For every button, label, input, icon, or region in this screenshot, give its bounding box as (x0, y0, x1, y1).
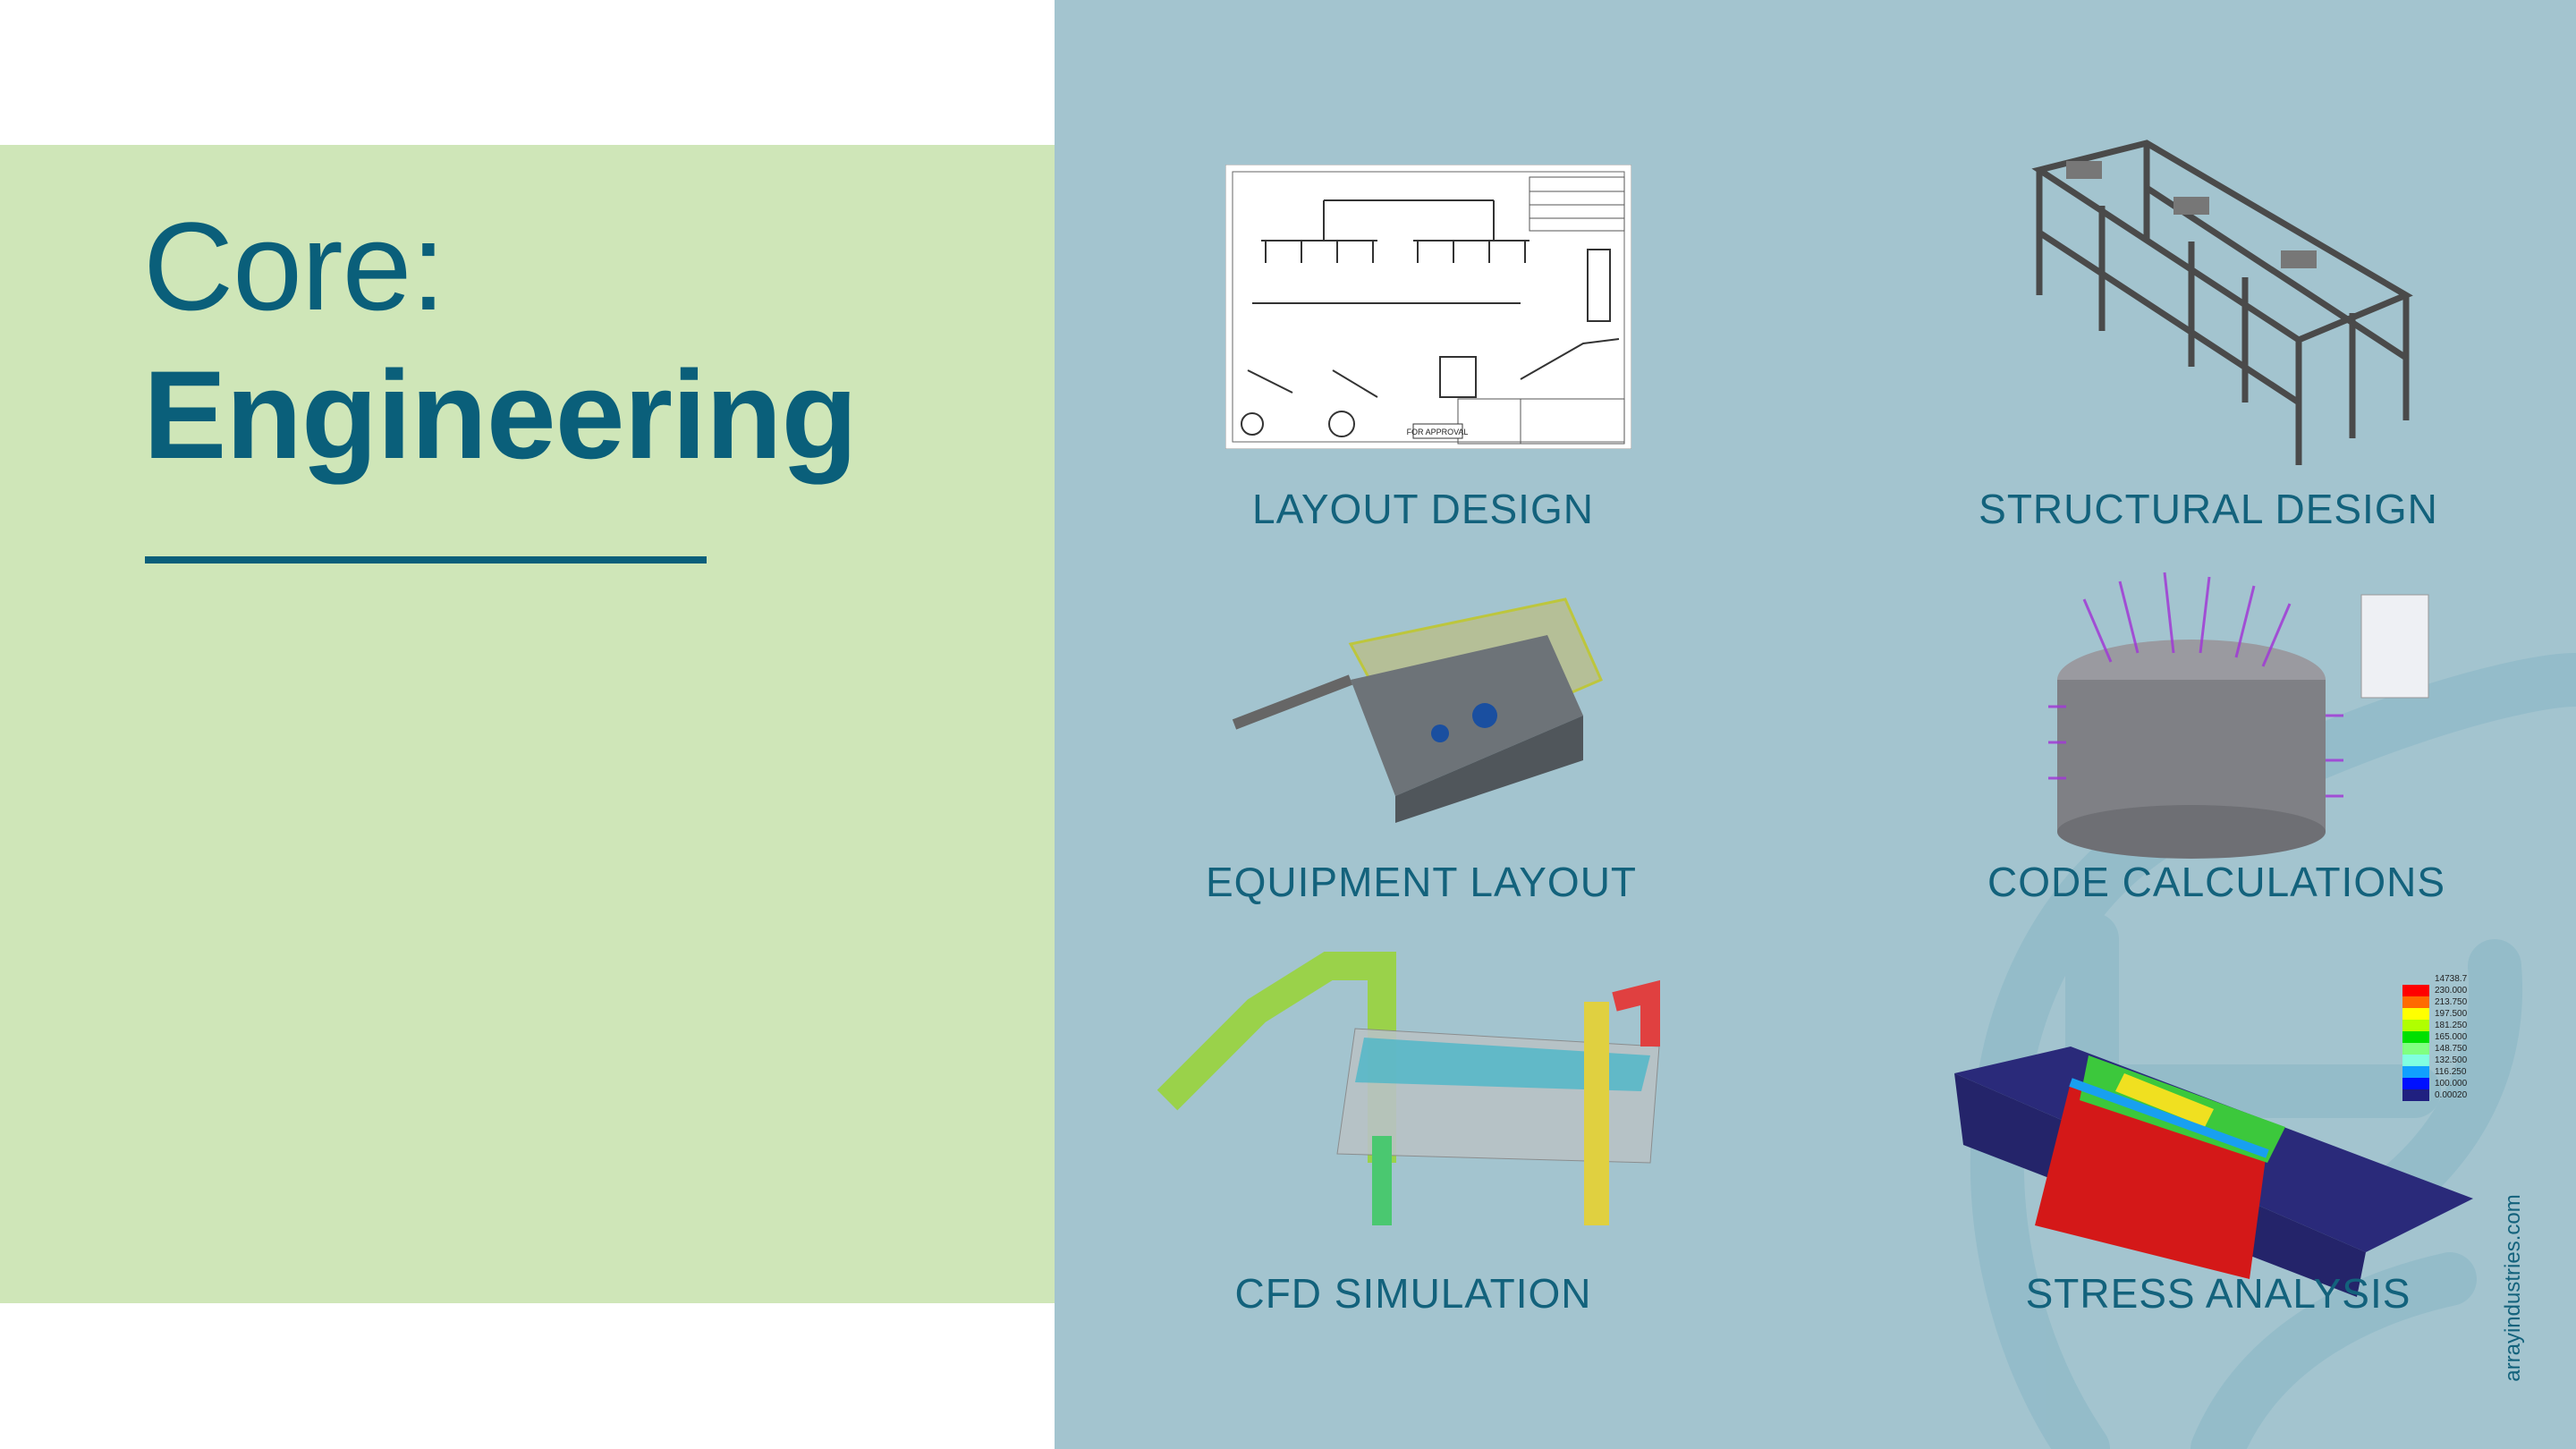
tile-label-code-calculations: CODE CALCULATIONS (1987, 859, 2446, 905)
legend-swatch (2402, 1020, 2429, 1031)
legend-value: 230.000 (2435, 986, 2468, 996)
title-prefix: Core: (143, 196, 445, 336)
legend-value: 132.500 (2435, 1055, 2468, 1065)
legend-value: 0.00020 (2435, 1090, 2468, 1100)
layout-drawing-image: FOR APPROVAL (1225, 165, 1631, 449)
legend-swatch (2402, 1008, 2429, 1020)
legend-value: 116.250 (2435, 1067, 2467, 1077)
tile-label-cfd-simulation: CFD SIMULATION (1234, 1270, 1592, 1317)
equipment-layout-image (1232, 597, 1603, 823)
tile-label-equipment-layout: EQUIPMENT LAYOUT (1205, 859, 1638, 905)
legend-value: 197.500 (2435, 1009, 2468, 1019)
legend-swatch (2402, 1043, 2429, 1055)
page-title: Engineering (143, 344, 858, 485)
tile-label-structural-design: STRUCTURAL DESIGN (1979, 486, 2438, 532)
legend-value: 181.250 (2435, 1021, 2468, 1030)
legend-swatch (2402, 1031, 2429, 1043)
legend-swatch (2402, 1055, 2429, 1066)
structural-frame-image (2031, 140, 2413, 465)
legend-value: 100.000 (2435, 1079, 2468, 1089)
stress-analysis-image (1954, 1046, 2473, 1297)
tile-label-stress-analysis: STRESS ANALYSIS (2025, 1270, 2411, 1317)
legend-max: 14738.7 (2435, 974, 2468, 984)
legend-swatch (2402, 985, 2429, 996)
legend-swatch (2402, 1066, 2429, 1078)
legend-value: 165.000 (2435, 1032, 2468, 1042)
title-panel (0, 145, 1055, 1303)
tile-label-layout-design: LAYOUT DESIGN (1252, 486, 1594, 532)
stress-color-legend: 14738.7 230.000 213.750 197.500 181.250 … (2402, 973, 2467, 1101)
cfd-simulation-image (1157, 952, 1660, 1225)
legend-swatch (2402, 1089, 2429, 1101)
approval-stamp: FOR APPROVAL (1407, 428, 1469, 436)
legend-swatch (2402, 996, 2429, 1008)
title-underline (145, 556, 707, 564)
code-calculations-image (2048, 572, 2429, 859)
legend-value: 148.750 (2435, 1044, 2468, 1054)
website-url: arrayindustries.com (2501, 1194, 2525, 1382)
legend-value: 213.750 (2435, 997, 2468, 1007)
brand-arrow-watermark (1970, 653, 2576, 1449)
legend-swatch (2402, 1078, 2429, 1089)
